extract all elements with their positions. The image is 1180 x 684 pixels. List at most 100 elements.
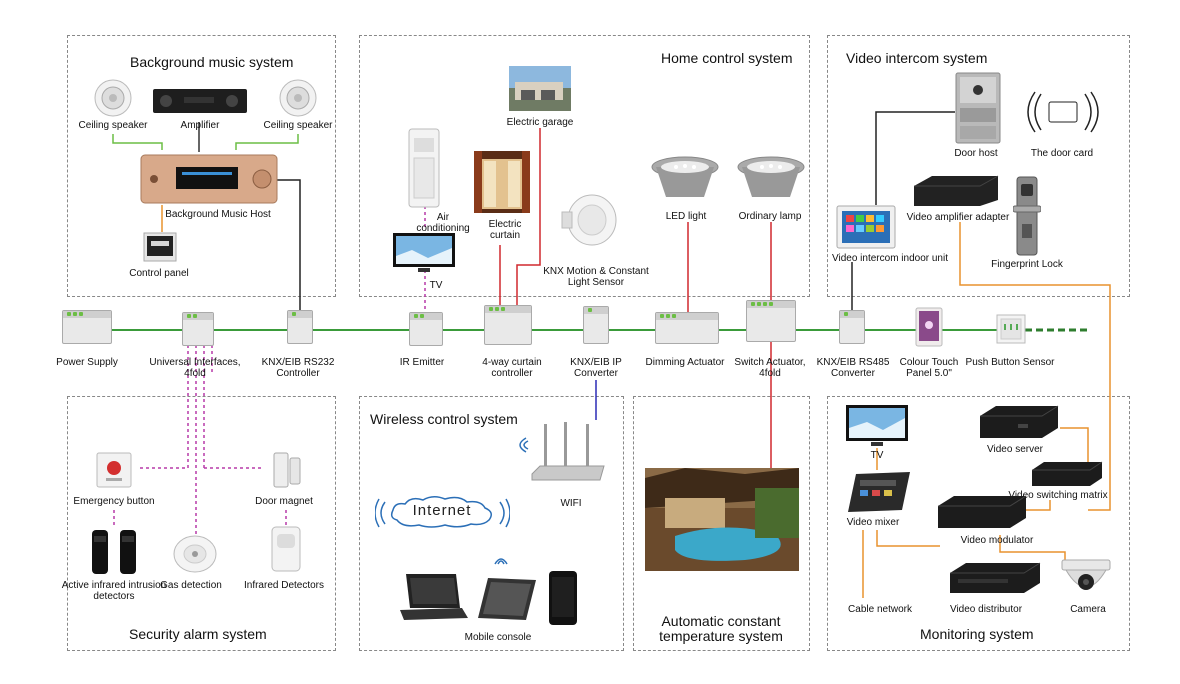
amplifier-icon [153, 89, 247, 113]
air-conditioning-icon [408, 128, 440, 208]
air-conditioning-label: Air conditioning [416, 212, 470, 234]
smartphone-icon [549, 571, 577, 625]
door-card-icon [1027, 91, 1099, 133]
amplifier-label: Amplifier [180, 120, 220, 131]
video-switching-matrix-icon [1032, 461, 1103, 486]
monitoring-tv-label: TV [870, 450, 884, 461]
video-distributor-label: Video distributor [949, 604, 1023, 615]
background-music-host-icon [140, 154, 278, 204]
wifi-label: WIFI [560, 498, 582, 509]
gas-detection-label: Gas detection [160, 580, 222, 591]
wifi-signal-icon [519, 437, 529, 453]
switch-actuator-label: Switch Actuator, 4fold [734, 357, 806, 379]
emergency-button-icon [96, 452, 132, 488]
switch-actuator-module [746, 300, 796, 342]
home-control-title: Home control system [661, 50, 793, 66]
ir-emitter-module [409, 312, 443, 346]
led-light-icon [651, 156, 719, 197]
background-music-host-label: Background Music Host [165, 209, 271, 220]
ceiling-speaker-right-icon [279, 79, 317, 117]
door-host-icon [955, 72, 1001, 144]
rs232-controller-label: KNX/EIB RS232 Controller [261, 357, 335, 379]
internet-label: Internet [412, 502, 472, 519]
video-server-label: Video server [987, 444, 1043, 455]
laptop-icon [400, 574, 468, 620]
ir-emitter-label: IR Emitter [399, 357, 445, 368]
infrared-detectors-icon [271, 526, 301, 572]
video-mixer-icon [848, 472, 910, 512]
control-panel-label: Control panel [129, 268, 189, 279]
power-supply-label: Power Supply [56, 357, 118, 368]
electric-garage-label: Electric garage [506, 117, 574, 128]
colour-touch-panel-icon [915, 307, 943, 347]
fingerprint-lock-label: Fingerprint Lock [991, 259, 1063, 270]
mobile-console-label: Mobile console [464, 632, 532, 643]
video-intercom-title: Video intercom system [846, 50, 988, 66]
power-supply-module [62, 310, 112, 344]
active-infrared-detectors-icon [92, 530, 136, 574]
villa-pool-image [645, 468, 799, 571]
active-infrared-detectors-label: Active infrared intrusion detectors [61, 580, 167, 602]
gas-detection-icon [173, 535, 217, 573]
tablet-icon [478, 578, 536, 620]
ip-converter-label: KNX/EIB IP Converter [570, 357, 622, 379]
video-modulator-label: Video modulator [960, 535, 1034, 546]
colour-touch-panel-label: Colour Touch Panel 5.0" [899, 357, 959, 379]
door-host-label: Door host [954, 148, 998, 159]
dimming-actuator-module [655, 312, 719, 344]
video-intercom-indoor-unit-icon [836, 205, 896, 249]
monitoring-title: Monitoring system [920, 626, 1034, 642]
curtain-controller-module [484, 305, 532, 345]
video-modulator-icon [938, 495, 1027, 528]
camera-label: Camera [1070, 604, 1106, 615]
push-button-sensor-label: Push Button Sensor [965, 357, 1055, 368]
electric-curtain-label: Electric curtain [488, 219, 522, 241]
temperature-title: Automatic constant temperature system [659, 613, 783, 644]
tablet-signal-icon [494, 558, 508, 565]
universal-interfaces-module [182, 312, 214, 346]
video-mixer-label: Video mixer [846, 517, 900, 528]
emergency-button-label: Emergency button [73, 496, 155, 507]
fingerprint-lock-icon [1013, 176, 1041, 256]
wifi-router-icon [531, 422, 605, 481]
door-card-label: The door card [1030, 148, 1094, 159]
camera-icon [1061, 559, 1111, 590]
video-amplifier-adapter-icon [914, 175, 999, 206]
door-magnet-icon [273, 452, 301, 488]
security-title: Security alarm system [129, 626, 267, 642]
infrared-detectors-label: Infrared Detectors [243, 580, 325, 591]
dimming-actuator-label: Dimming Actuator [645, 357, 725, 368]
security-section [67, 396, 336, 651]
ceiling-speaker-right-label: Ceiling speaker [263, 120, 333, 131]
ordinary-lamp-label: Ordinary lamp [738, 211, 802, 222]
wireless-title: Wireless control system [370, 411, 518, 427]
curtain-controller-label: 4-way curtain controller [482, 357, 542, 379]
video-switching-matrix-label: Video switching matrix [1008, 490, 1108, 501]
rs232-controller-module [287, 310, 313, 344]
tv-icon [393, 233, 455, 272]
video-server-icon [980, 405, 1059, 438]
motion-sensor-label: KNX Motion & Constant Light Sensor [543, 266, 649, 288]
electric-garage-image [509, 66, 571, 111]
cable-network-label: Cable network [848, 604, 912, 615]
ceiling-speaker-left-icon [94, 79, 132, 117]
rs485-converter-label: KNX/EIB RS485 Converter [816, 357, 890, 379]
monitoring-tv-icon [846, 405, 908, 446]
push-button-sensor-icon [996, 314, 1026, 344]
ordinary-lamp-icon [737, 156, 805, 197]
video-distributor-icon [950, 562, 1041, 593]
tv-label: TV [429, 280, 443, 291]
control-panel-icon [143, 232, 177, 262]
electric-curtain-image [474, 151, 530, 213]
door-magnet-label: Door magnet [255, 496, 313, 507]
universal-interfaces-label: Universal Interfaces, 4fold [149, 357, 241, 379]
led-light-label: LED light [665, 211, 707, 222]
ceiling-speaker-left-label: Ceiling speaker [78, 120, 148, 131]
ip-converter-module [583, 306, 609, 344]
rs485-converter-module [839, 310, 865, 344]
motion-sensor-icon [561, 194, 617, 246]
internet-cloud-icon [375, 496, 510, 528]
bgm-title: Background music system [130, 54, 294, 70]
video-intercom-indoor-unit-label: Video intercom indoor unit [832, 253, 948, 264]
video-amplifier-adapter-label: Video amplifier adapter [906, 212, 1010, 223]
